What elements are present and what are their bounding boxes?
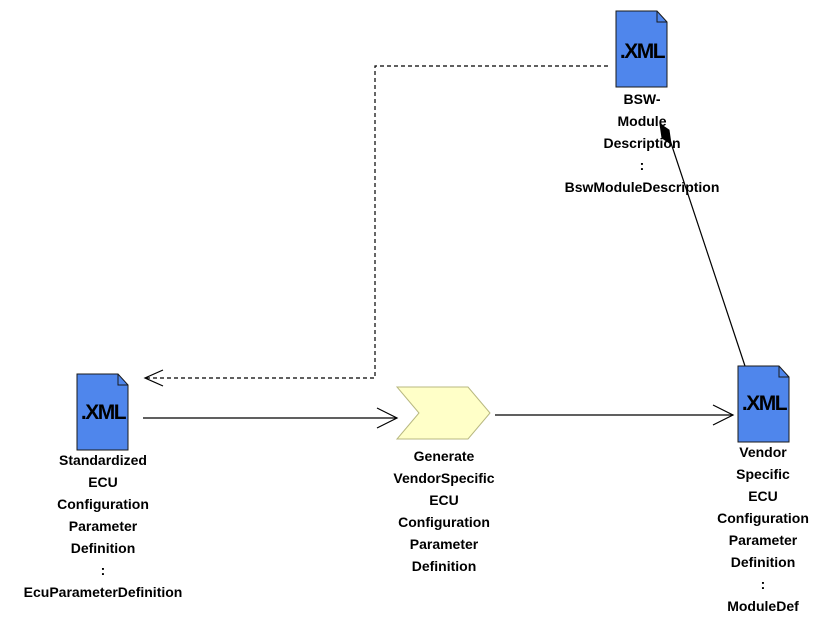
label-line: Definition — [730, 554, 796, 570]
label-line: VendorSpecific — [393, 470, 495, 486]
generate-process-chevron-icon[interactable] — [395, 386, 491, 440]
label-line: ECU — [429, 492, 459, 508]
label-line: Parameter — [409, 536, 479, 552]
label-line: : — [100, 562, 106, 578]
label-line: Parameter — [728, 532, 798, 548]
vendor-xml-document-icon[interactable]: .XML — [737, 365, 790, 443]
label-line: BswModuleDescription — [564, 179, 720, 195]
document-fold — [656, 11, 667, 23]
document-body — [737, 365, 790, 443]
standardized-xml-text: .XML — [81, 401, 127, 424]
label-line: : — [639, 157, 645, 173]
standardized-xml-document-icon[interactable]: .XML — [76, 373, 129, 451]
label-line: Vendor — [739, 444, 787, 460]
document-body — [76, 373, 129, 451]
output-flow-arrowhead — [712, 404, 735, 426]
label-line: Specific — [736, 466, 790, 482]
document-body — [615, 10, 668, 88]
aggregation-line — [666, 130, 746, 367]
label-line: ECU — [748, 488, 778, 504]
bsw-xml-text: .XML — [620, 40, 666, 63]
dashed-dependency-line — [145, 65, 608, 379]
label-line: : — [760, 576, 766, 592]
generate-process-label: Generate VendorSpecific ECU Configuratio… — [393, 445, 494, 577]
label-line: Configuration — [717, 510, 809, 526]
label-line: ECU — [88, 474, 118, 490]
label-line: Configuration — [398, 514, 490, 530]
bsw-xml-document-icon[interactable]: .XML — [615, 10, 668, 88]
label-line: Definition — [411, 558, 477, 574]
document-fold — [778, 366, 789, 378]
label-line: Generate — [413, 448, 475, 464]
label-line: Definition — [70, 540, 136, 556]
label-line: Configuration — [57, 496, 149, 512]
input-flow-arrowhead — [376, 407, 399, 429]
label-line: BSW- — [623, 91, 661, 107]
standardized-parameter-definition-label: Standardized ECU Configuration Parameter… — [24, 449, 183, 603]
vendor-specific-parameter-definition-label: Vendor Specific ECU Configuration Parame… — [717, 441, 809, 617]
bsw-module-description-label: BSW- Module Description : BswModuleDescr… — [565, 88, 720, 198]
dashed-arrowhead — [143, 369, 164, 387]
aggregation-diamond — [659, 122, 672, 146]
document-fold — [117, 374, 128, 386]
label-line: Description — [603, 135, 681, 151]
label-line: ModuleDef — [727, 598, 799, 614]
label-line: Module — [617, 113, 667, 129]
label-line: Standardized — [59, 452, 147, 468]
label-line: EcuParameterDefinition — [23, 584, 183, 600]
vendor-xml-text: .XML — [742, 392, 788, 415]
label-line: Parameter — [68, 518, 138, 534]
